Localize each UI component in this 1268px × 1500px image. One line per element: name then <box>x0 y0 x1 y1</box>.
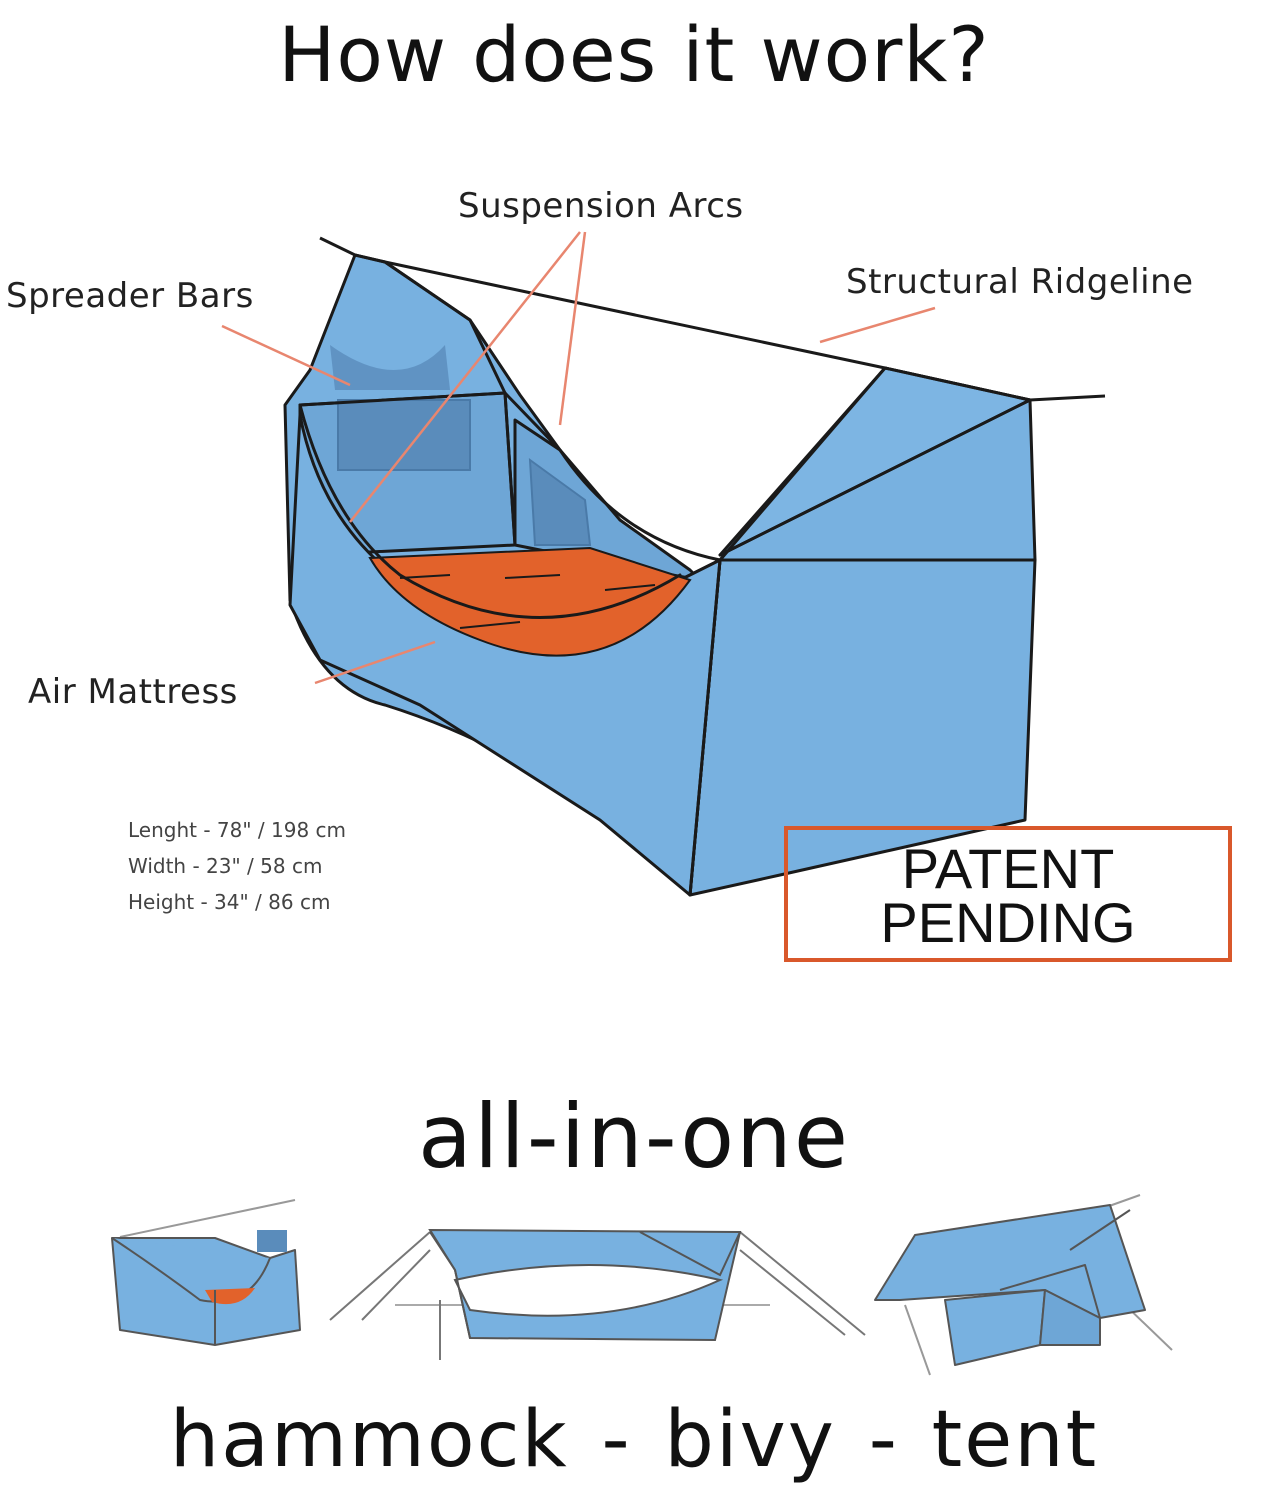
dimension-length: Lenght - 78" / 198 cm <box>128 818 347 842</box>
patent-line-1: PATENT <box>901 837 1115 900</box>
patent-line-2: PENDING <box>880 891 1136 954</box>
label-spreader-bars: Spreader Bars <box>6 276 254 316</box>
leader-mattress <box>314 640 436 685</box>
left-pocket <box>337 399 471 471</box>
leader-ridgeline <box>819 306 936 344</box>
mini-bivy <box>329 1228 866 1360</box>
leader-suspension-1 <box>349 231 581 523</box>
leader-spreader <box>221 324 351 387</box>
mini-hammock <box>111 1199 301 1346</box>
spreader-arc-shadow <box>330 345 450 390</box>
ridgeline <box>319 236 1106 402</box>
label-air-mattress: Air Mattress <box>28 672 238 712</box>
tagline: all-in-one <box>418 1085 850 1188</box>
air-mattress-shape <box>368 546 692 657</box>
modes-caption: hammock - bivy - tent <box>169 1395 1099 1485</box>
label-suspension-arcs: Suspension Arcs <box>458 186 744 226</box>
right-pocket <box>528 457 592 546</box>
dimension-width: Width - 23" / 58 cm <box>128 854 323 878</box>
dimension-height: Height - 34" / 86 cm <box>128 890 331 914</box>
dimensions-block: Lenght - 78" / 198 cm Width - 23" / 58 c… <box>128 812 346 920</box>
label-structural-ridgeline: Structural Ridgeline <box>846 262 1194 302</box>
leader-suspension-2 <box>558 231 587 426</box>
page-title: How does it work? <box>278 10 990 99</box>
patent-pending-badge: PATENT PENDING <box>784 826 1232 962</box>
mini-tent <box>874 1194 1173 1376</box>
